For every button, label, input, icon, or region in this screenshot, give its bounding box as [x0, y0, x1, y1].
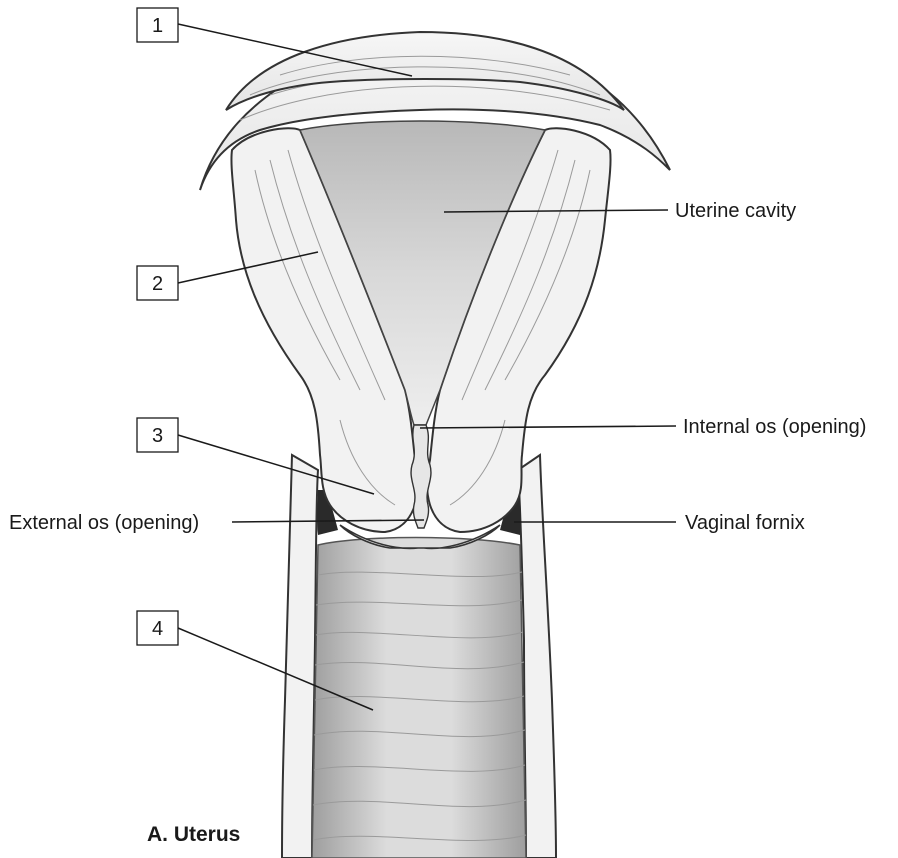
- callout-number: 3: [152, 425, 163, 447]
- callout-number: 1: [152, 15, 163, 37]
- label-vaginal-fornix: Vaginal fornix: [514, 512, 805, 534]
- vaginal-fornix-label: Vaginal fornix: [685, 512, 805, 534]
- callout-number: 4: [152, 618, 163, 640]
- cervical-canal: [411, 425, 431, 528]
- external-os-label: External os (opening): [9, 512, 199, 534]
- figure-caption: A. Uterus: [147, 823, 240, 846]
- uterus-illustration: [200, 32, 670, 858]
- uterine-cavity-label: Uterine cavity: [675, 200, 796, 222]
- callout-number: 2: [152, 273, 163, 295]
- internal-os-label: Internal os (opening): [683, 416, 866, 438]
